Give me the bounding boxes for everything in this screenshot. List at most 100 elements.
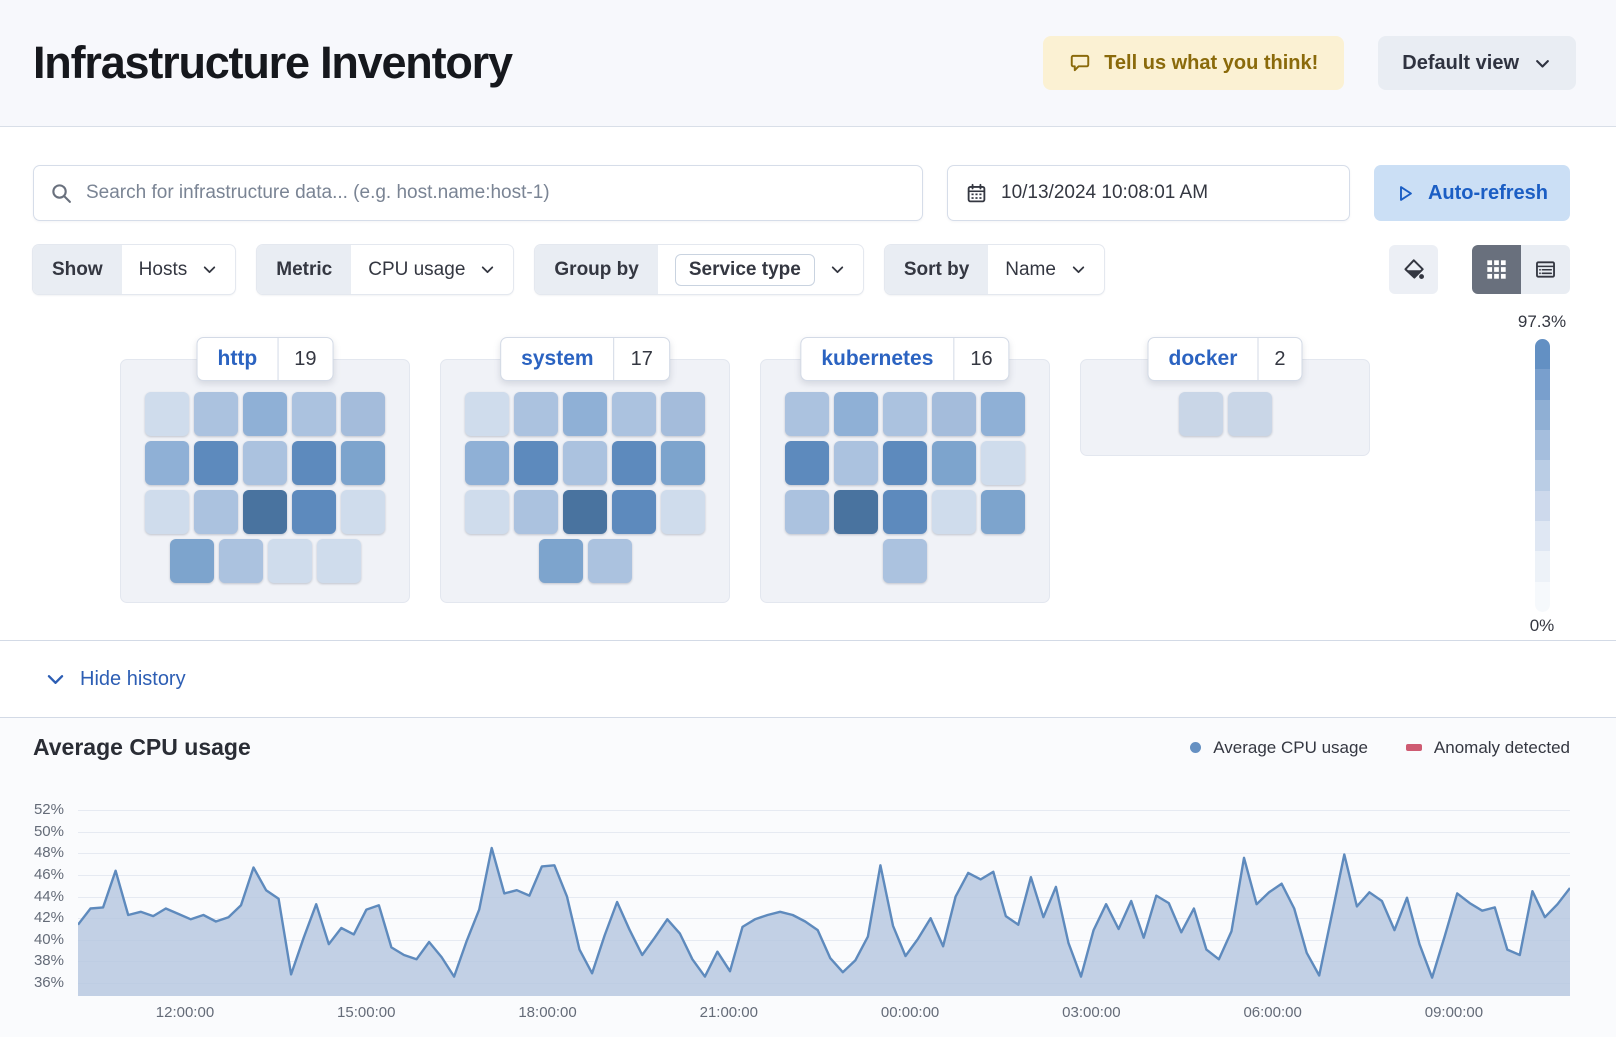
waffle-row (883, 539, 927, 583)
group-badge-docker[interactable]: docker 2 (1147, 337, 1303, 381)
sort-by-control[interactable]: Sort by Name (884, 245, 1104, 294)
group-name[interactable]: system (521, 347, 594, 370)
host-node[interactable] (981, 441, 1025, 485)
table-view-button[interactable] (1521, 245, 1570, 294)
host-node[interactable] (785, 392, 829, 436)
grid-view-button[interactable] (1472, 245, 1521, 294)
host-node[interactable] (883, 539, 927, 583)
host-node[interactable] (932, 392, 976, 436)
waffle-row (785, 490, 1025, 534)
host-node[interactable] (341, 392, 385, 436)
host-node[interactable] (169, 539, 214, 583)
host-node[interactable] (883, 441, 927, 485)
host-node[interactable] (612, 490, 656, 534)
auto-refresh-button[interactable]: Auto-refresh (1374, 165, 1570, 221)
metric-control[interactable]: Metric CPU usage (257, 245, 514, 294)
metric-value: CPU usage (368, 258, 466, 280)
chevron-down-icon (1533, 54, 1552, 73)
host-node[interactable] (194, 392, 238, 436)
view-mode-toggle (1472, 245, 1570, 294)
host-node[interactable] (292, 490, 336, 534)
host-node[interactable] (538, 539, 583, 583)
host-node[interactable] (243, 392, 287, 436)
host-node[interactable] (932, 490, 976, 534)
host-node[interactable] (243, 441, 287, 485)
scale-step (1534, 581, 1550, 612)
color-palette-button[interactable] (1389, 245, 1438, 294)
legend-item-avg-cpu[interactable]: Average CPU usage (1190, 738, 1368, 758)
host-node[interactable] (341, 441, 385, 485)
y-axis-label: 44% (33, 887, 64, 905)
hide-history-link[interactable]: Hide history (45, 668, 186, 691)
host-node[interactable] (292, 392, 336, 436)
search-input[interactable] (86, 182, 905, 204)
date-picker[interactable]: 10/13/2024 10:08:01 AM (947, 165, 1350, 221)
host-node[interactable] (145, 392, 189, 436)
host-node[interactable] (514, 392, 558, 436)
host-node[interactable] (194, 490, 238, 534)
host-node[interactable] (1178, 392, 1223, 436)
scale-step (1534, 460, 1550, 491)
host-node[interactable] (932, 441, 976, 485)
feedback-button[interactable]: Tell us what you think! (1043, 36, 1345, 90)
group-by-control[interactable]: Group by Service type (535, 245, 863, 294)
group-by-value[interactable]: Service type (674, 253, 815, 286)
search-box[interactable] (33, 165, 923, 221)
host-node[interactable] (1227, 392, 1272, 436)
chart-legend: Average CPU usage Anomaly detected (1190, 738, 1570, 758)
scale-gradient-bar (1534, 339, 1550, 612)
host-node[interactable] (292, 441, 336, 485)
show-control[interactable]: Show Hosts (33, 245, 236, 294)
scale-max-label: 97.3% (1517, 312, 1567, 331)
host-node[interactable] (661, 441, 705, 485)
host-node[interactable] (218, 539, 263, 583)
speech-bubble-icon (1069, 52, 1091, 74)
sort-by-label: Sort by (884, 245, 989, 294)
host-node[interactable] (981, 490, 1025, 534)
host-node[interactable] (514, 441, 558, 485)
host-node[interactable] (316, 539, 361, 583)
host-node[interactable] (563, 392, 607, 436)
host-node[interactable] (194, 441, 238, 485)
host-node[interactable] (661, 490, 705, 534)
host-node[interactable] (563, 490, 607, 534)
host-node[interactable] (883, 490, 927, 534)
host-node[interactable] (883, 392, 927, 436)
y-axis-label: 36% (33, 974, 64, 992)
host-node[interactable] (465, 490, 509, 534)
host-node[interactable] (514, 490, 558, 534)
gridline (78, 831, 1570, 833)
host-node[interactable] (465, 441, 509, 485)
host-node[interactable] (145, 490, 189, 534)
host-node[interactable] (834, 490, 878, 534)
view-selector-button[interactable]: Default view (1378, 36, 1576, 90)
group-count: 2 (1257, 338, 1301, 380)
host-node[interactable] (341, 490, 385, 534)
host-node[interactable] (587, 539, 632, 583)
host-node[interactable] (834, 392, 878, 436)
host-node[interactable] (465, 392, 509, 436)
host-node[interactable] (612, 392, 656, 436)
host-node[interactable] (145, 441, 189, 485)
host-node[interactable] (661, 392, 705, 436)
group-name[interactable]: kubernetes (821, 347, 934, 370)
host-node[interactable] (981, 392, 1025, 436)
host-node[interactable] (563, 441, 607, 485)
host-node[interactable] (785, 490, 829, 534)
paint-fill-icon (1402, 258, 1425, 281)
host-node[interactable] (834, 441, 878, 485)
grid-view-icon (1486, 259, 1507, 280)
host-node[interactable] (612, 441, 656, 485)
host-node[interactable] (243, 490, 287, 534)
group-name[interactable]: docker (1168, 347, 1238, 370)
host-node[interactable] (267, 539, 312, 583)
host-node[interactable] (785, 441, 829, 485)
chevron-down-icon (829, 261, 846, 278)
legend-item-anomaly[interactable]: Anomaly detected (1405, 738, 1570, 758)
group-name[interactable]: http (217, 347, 258, 370)
page-title: Infrastructure Inventory (33, 37, 513, 88)
